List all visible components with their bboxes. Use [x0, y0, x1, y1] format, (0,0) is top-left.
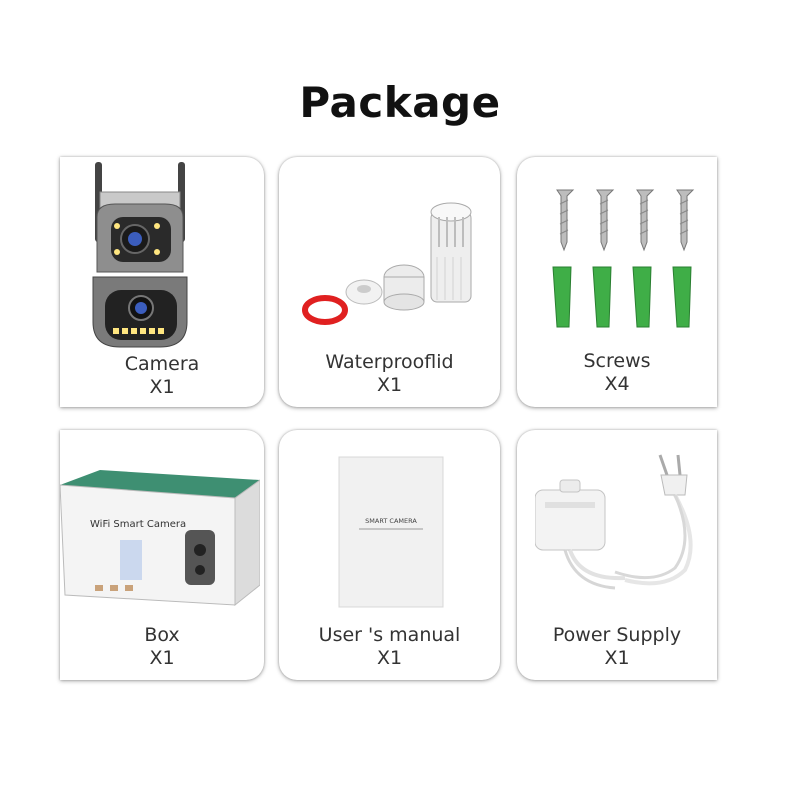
- item-qty-waterproof-lid: X1: [376, 374, 403, 396]
- box-icon: WiFi Smart Camera: [60, 470, 260, 607]
- card-manual: SMART CAMERA User 's manual X1: [279, 430, 500, 680]
- item-qty-box: X1: [149, 647, 175, 669]
- item-label-manual: User 's manual: [318, 624, 461, 646]
- card-power-supply: Power Supply X1: [517, 430, 717, 680]
- box-brand-text: WiFi Smart Camera: [90, 519, 186, 530]
- manual-title-text: SMART CAMERA: [365, 517, 417, 525]
- item-label-waterproof-lid: Waterprooflid: [325, 351, 454, 373]
- item-qty-screws: X4: [604, 373, 630, 395]
- item-label-screws: Screws: [583, 350, 651, 372]
- screws-icon: [552, 189, 695, 328]
- card-box: WiFi Smart Camera Box X1: [60, 430, 264, 680]
- camera-icon: [92, 162, 188, 348]
- power-supply-icon: [535, 454, 693, 590]
- item-label-box: Box: [144, 624, 180, 646]
- item-label-camera: Camera: [124, 353, 200, 375]
- manual-icon: SMART CAMERA: [338, 456, 444, 608]
- card-camera: Camera X1: [60, 157, 264, 407]
- package-title: Package: [299, 78, 501, 127]
- card-screws: Screws X4: [517, 157, 717, 407]
- waterproof-lid-icon: [302, 202, 472, 325]
- card-waterproof-lid: Waterprooflid X1: [279, 157, 500, 407]
- item-qty-power-supply: X1: [604, 647, 630, 669]
- item-label-power-supply: Power Supply: [552, 624, 682, 646]
- item-qty-camera: X1: [149, 376, 175, 398]
- item-qty-manual: X1: [376, 647, 403, 669]
